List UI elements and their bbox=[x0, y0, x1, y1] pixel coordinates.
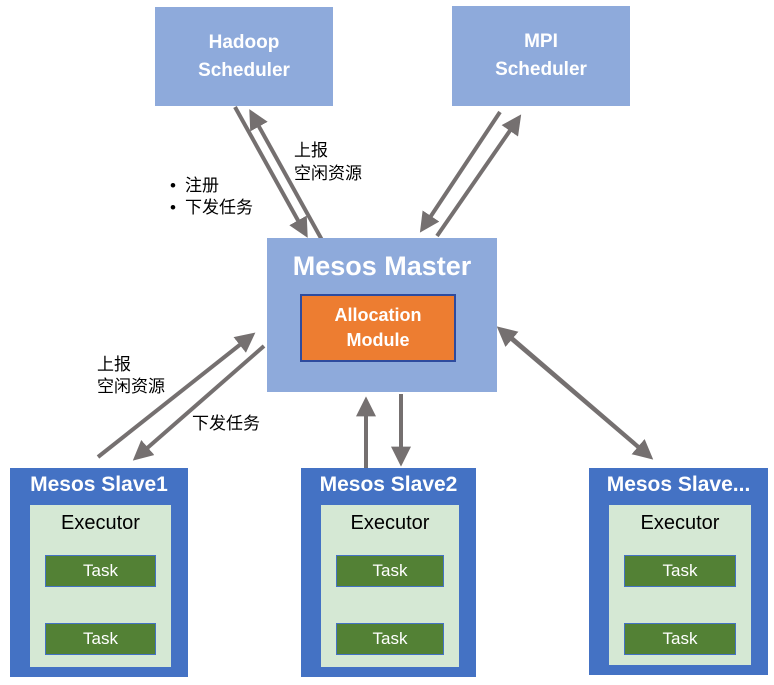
mpi-scheduler-label-line2: Scheduler bbox=[495, 59, 587, 80]
slave2-task2-box: Task bbox=[336, 623, 444, 655]
mesos-master-title: Mesos Master bbox=[292, 251, 472, 281]
slave2-executor-label: Executor bbox=[350, 512, 430, 534]
slave2-task1-box: Task bbox=[336, 555, 444, 587]
slave3-task1-box: Task bbox=[624, 555, 736, 587]
slave1-task1-box: Task bbox=[45, 555, 156, 587]
allocation-module-label-line2: Module bbox=[346, 330, 410, 350]
mesos-slave3-box: Mesos Slave... Executor Task Task bbox=[589, 468, 768, 675]
allocation-module-label-line1: Allocation bbox=[334, 305, 422, 325]
annotation-line: 空闲资源 bbox=[294, 164, 362, 183]
slave1-executor-label: Executor bbox=[61, 512, 140, 534]
hadoop-scheduler-box: Hadoop Scheduler bbox=[155, 7, 333, 106]
annotation-line: 上报 bbox=[97, 355, 131, 374]
annotation-register-dispatch-list: • 注册 • 下发任务 bbox=[170, 175, 253, 219]
arrow-master-to-slave3 bbox=[504, 331, 654, 460]
slave3-executor-box: Executor Task Task bbox=[609, 505, 751, 665]
annotation-dispatch-tasks: 下发任务 bbox=[184, 198, 253, 217]
hadoop-scheduler-label-line2: Scheduler bbox=[198, 59, 290, 81]
annotation-register: 注册 bbox=[184, 176, 219, 195]
hadoop-scheduler-label-line1: Hadoop bbox=[208, 31, 280, 53]
mpi-scheduler-label-line1: MPI bbox=[524, 31, 558, 52]
allocation-module-box: Allocation Module bbox=[300, 294, 456, 362]
annotation-report-idle-resources-left: 上报 空闲资源 bbox=[97, 354, 165, 398]
bullet-icon: • bbox=[170, 198, 176, 217]
slave3-task2-box: Task bbox=[624, 623, 736, 655]
arrow-slave3-to-master bbox=[496, 326, 646, 454]
mesos-slave3-title: Mesos Slave... bbox=[606, 473, 751, 496]
annotation-report-idle-resources-top: 上报 空闲资源 bbox=[294, 139, 362, 185]
slave2-executor-box: Executor Task Task bbox=[321, 505, 459, 667]
slave3-executor-label: Executor bbox=[640, 512, 720, 534]
arrow-master-to-mpi bbox=[435, 114, 522, 238]
mesos-master-box: Mesos Master Allocation Module bbox=[267, 238, 497, 392]
bullet-icon: • bbox=[170, 176, 176, 195]
arrow-mpi-to-master bbox=[419, 110, 502, 233]
mesos-slave2-box: Mesos Slave2 Executor Task Task bbox=[301, 468, 476, 677]
slave1-task2-box: Task bbox=[45, 623, 156, 655]
slave1-executor-box: Executor Task Task bbox=[30, 505, 171, 667]
annotation-line: 上报 bbox=[294, 141, 328, 160]
annotation-dispatch-tasks-left: 下发任务 bbox=[192, 414, 260, 433]
mesos-slave1-title: Mesos Slave1 bbox=[30, 473, 168, 496]
mpi-scheduler-box: MPI Scheduler bbox=[452, 6, 630, 106]
mesos-slave1-box: Mesos Slave1 Executor Task Task bbox=[10, 468, 188, 677]
annotation-line: 空闲资源 bbox=[97, 377, 165, 396]
mesos-slave2-title: Mesos Slave2 bbox=[319, 473, 458, 496]
